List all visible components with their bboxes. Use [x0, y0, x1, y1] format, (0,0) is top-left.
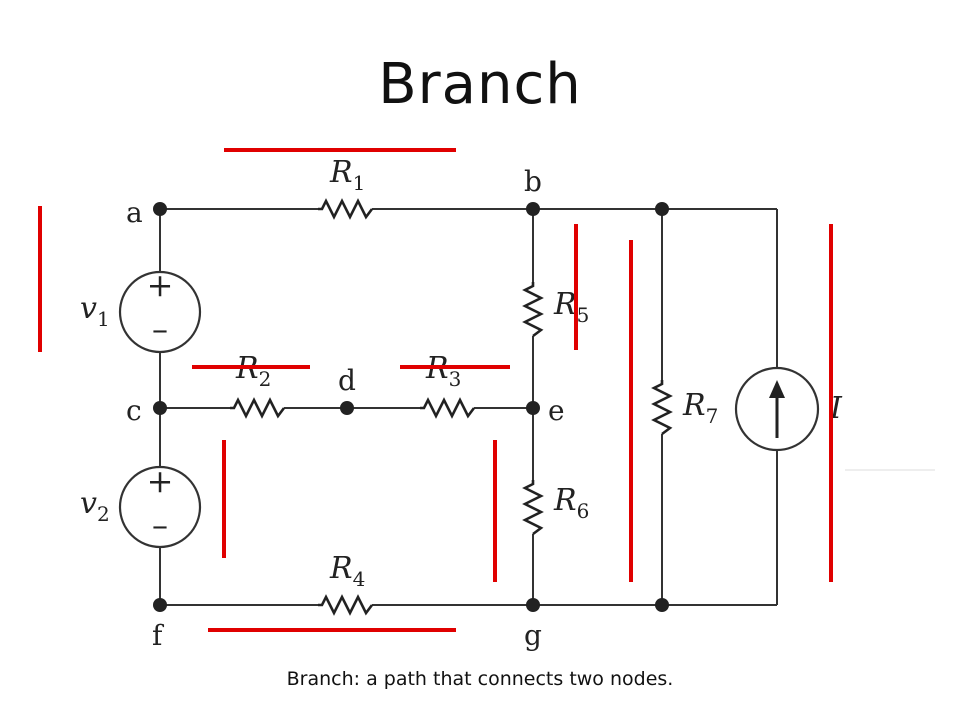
node-g-label: g [524, 619, 542, 652]
resistor-r4 [318, 594, 374, 616]
node-d-label: d [338, 364, 356, 397]
caption: Branch: a path that connects two nodes. [286, 668, 674, 690]
v1-minus-sign: – [152, 310, 168, 348]
r3-label: R3 [425, 351, 461, 391]
v2-minus-sign: – [152, 506, 168, 544]
node-g-junction-dot [655, 598, 669, 612]
arrow-up-icon [769, 380, 785, 398]
r1-label: R1 [329, 155, 365, 195]
node-c-dot [153, 401, 167, 415]
node-e-label: e [548, 394, 565, 427]
resistor-r3 [420, 397, 476, 419]
node-a-label: a [126, 196, 143, 229]
r7-label: R7 [682, 388, 718, 428]
resistor-r7 [651, 380, 673, 436]
node-g-dot [526, 598, 540, 612]
node-c-label: c [126, 394, 142, 427]
wires [159, 208, 778, 606]
v1-plus-sign: + [147, 266, 174, 304]
node-b-junction-dot [655, 202, 669, 216]
resistor-r2 [230, 397, 286, 419]
node-f-label: f [152, 619, 165, 652]
resistor-r5 [522, 282, 544, 338]
node-f-dot [153, 598, 167, 612]
r6-label: R6 [553, 483, 589, 523]
node-d-dot [340, 401, 354, 415]
resistor-r6 [522, 480, 544, 536]
v2-label: v2 [80, 486, 110, 526]
branch-markers [38, 148, 833, 632]
resistor-r1 [318, 198, 374, 220]
v2-plus-sign: + [147, 462, 174, 500]
voltage-source-v2: + – [118, 462, 202, 549]
r2-label: R2 [235, 351, 271, 391]
r4-label: R4 [329, 551, 365, 591]
node-b-dot [526, 202, 540, 216]
slide-title: Branch [378, 52, 582, 117]
v1-label: v1 [80, 291, 110, 331]
node-e-dot [526, 401, 540, 415]
current-source-i [734, 366, 820, 452]
node-b-label: b [524, 165, 542, 198]
node-a-dot [153, 202, 167, 216]
voltage-source-v1: + – [118, 266, 202, 354]
r5-label: R5 [553, 287, 589, 327]
